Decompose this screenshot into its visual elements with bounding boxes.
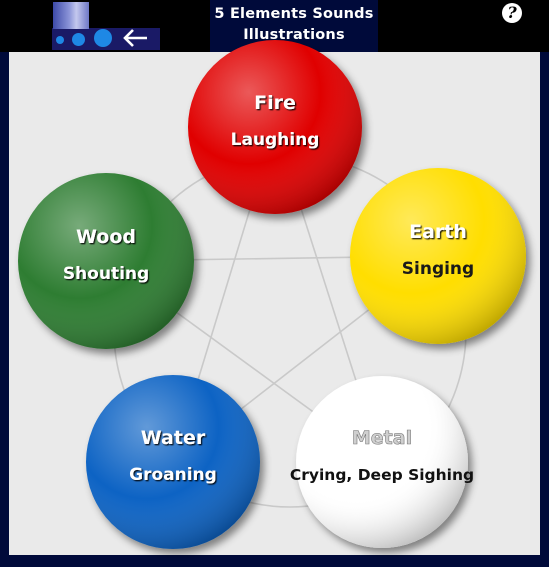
- wood-circle-shading: [18, 173, 194, 349]
- wood-label: Wood: [76, 226, 136, 248]
- logo-tile: [53, 2, 89, 29]
- earth-circle-shading: [350, 168, 526, 344]
- metal-label: Metal: [352, 427, 412, 449]
- earth-sound-label: Singing: [402, 259, 474, 279]
- fire-label: Fire: [254, 92, 296, 114]
- left-arrow-icon[interactable]: [121, 27, 149, 49]
- water-sound-label: Groaning: [129, 465, 217, 485]
- metal-circle-shading: [296, 376, 468, 548]
- title-box: 5 Elements Sounds Illustrations: [210, 0, 378, 52]
- fire-circle-shading: [188, 40, 362, 214]
- progress-dot-small[interactable]: [56, 36, 64, 44]
- progress-dot-large[interactable]: [94, 29, 112, 47]
- water-circle-shading: [86, 375, 260, 549]
- metal-sound-label: Crying, Deep Sighing: [290, 466, 474, 484]
- earth-label: Earth: [409, 221, 467, 243]
- wood-sound-label: Shouting: [63, 264, 149, 284]
- header-bar: 5 Elements Sounds Illustrations ?: [0, 0, 549, 52]
- water-label: Water: [141, 427, 206, 449]
- page-title: 5 Elements Sounds: [214, 6, 374, 22]
- question-mark-icon[interactable]: ?: [502, 3, 522, 23]
- page-subtitle: Illustrations: [243, 27, 345, 43]
- progress-dot-medium[interactable]: [72, 33, 85, 46]
- fire-sound-label: Laughing: [231, 130, 320, 150]
